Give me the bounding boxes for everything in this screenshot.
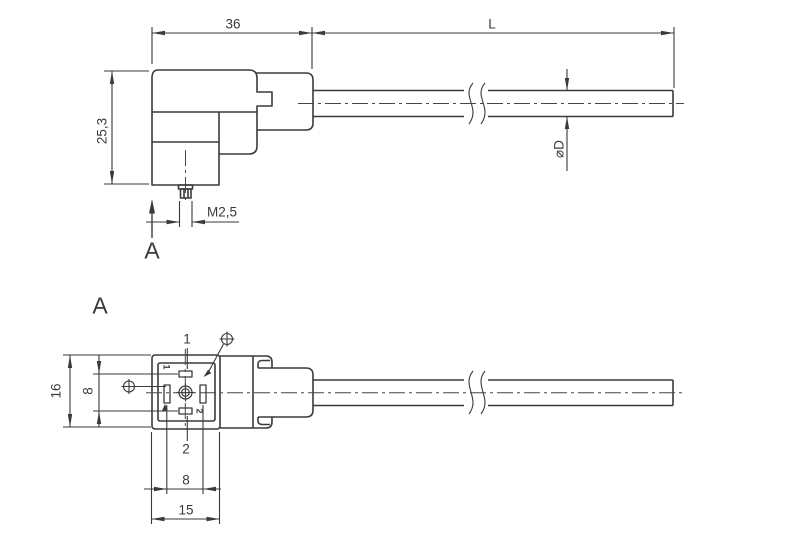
dim-m2-5 [146,201,239,227]
dim-front-width-label: 15 [178,502,194,518]
dim-36-and-L [151,27,675,88]
dim-pin-pitch-horizontal-label: 8 [182,472,190,488]
dim-25-3 [104,70,149,185]
dim-15 [150,432,221,524]
ground-screw-icon [208,331,235,372]
dim-pin-pitch-vertical-label: 8 [80,387,96,395]
ground-screw-icon [121,379,166,394]
earth-arrow-icon [203,369,212,377]
front-view-drawing [63,331,684,524]
dim-front-height-label: 16 [48,383,64,399]
dim-16-and-8v [63,354,178,428]
contact-slot-right [199,384,207,404]
face-pin2-label: 2 [194,408,204,414]
dim-thread-label: M2,5 [206,204,238,220]
dim-cable-diameter [564,69,570,171]
connector-body-outline [151,69,273,186]
dim-cable-diameter-label: ⌀D [551,140,567,158]
pin1-callout-label: 1 [183,331,191,347]
face-pin1-label: 1 [161,364,172,370]
screw-stud [177,184,194,199]
cable-side [313,82,674,125]
cable-gland-outline [255,72,314,131]
housing-mid-section [220,355,254,429]
cable-break-icon [468,82,486,125]
dim-8h [144,405,221,494]
cable-break-icon [468,370,486,415]
dim-height-label: 25,3 [94,117,110,145]
dim-width-label: 36 [225,16,241,32]
cable-front [313,370,674,415]
pin2-callout-label: 2 [182,441,190,457]
view-direction-arrow [149,199,155,238]
body-section-lines [152,111,257,154]
dim-length-label: L [488,16,496,32]
side-view-drawing [104,27,684,238]
connector-face-inner [157,362,216,422]
view-arrow-label: A [144,237,160,264]
earth-arrow-icon [161,404,168,412]
front-view-title: A [92,292,108,319]
gland-nut-ears [253,355,273,429]
contact-slot-left [163,384,171,404]
